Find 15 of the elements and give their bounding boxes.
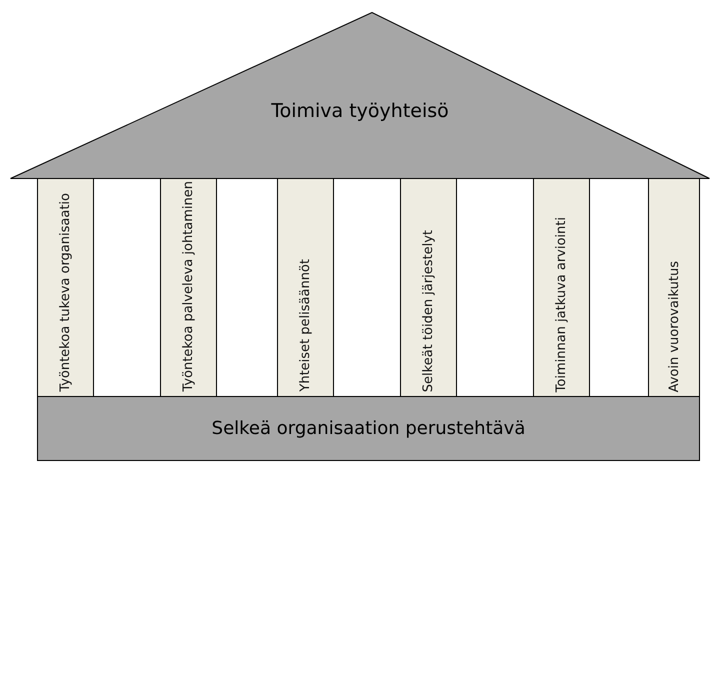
label-text: Työntekoa tukeva organisaatio bbox=[58, 193, 73, 392]
pillar bbox=[277, 178, 334, 397]
foundation-bar bbox=[37, 396, 700, 461]
label-text: Yhteiset pelisäännöt bbox=[298, 259, 313, 392]
pillar bbox=[160, 178, 217, 397]
label-text: Toiminnan jatkuva arviointi bbox=[554, 216, 569, 392]
label-text: Työntekoa palveleva johtaminen bbox=[181, 181, 196, 392]
label-text: Toimiva työyhteisö bbox=[270, 100, 450, 122]
label-text: Avoin vuorovaikutus bbox=[666, 260, 682, 392]
pillar bbox=[400, 178, 457, 397]
label-text: Selkeät töiden järjestelyt bbox=[421, 230, 436, 392]
pillar bbox=[37, 178, 94, 397]
pillar bbox=[533, 178, 590, 397]
pillar bbox=[648, 178, 700, 397]
label-text: Selkeä organisaation perustehtävä bbox=[212, 418, 526, 439]
